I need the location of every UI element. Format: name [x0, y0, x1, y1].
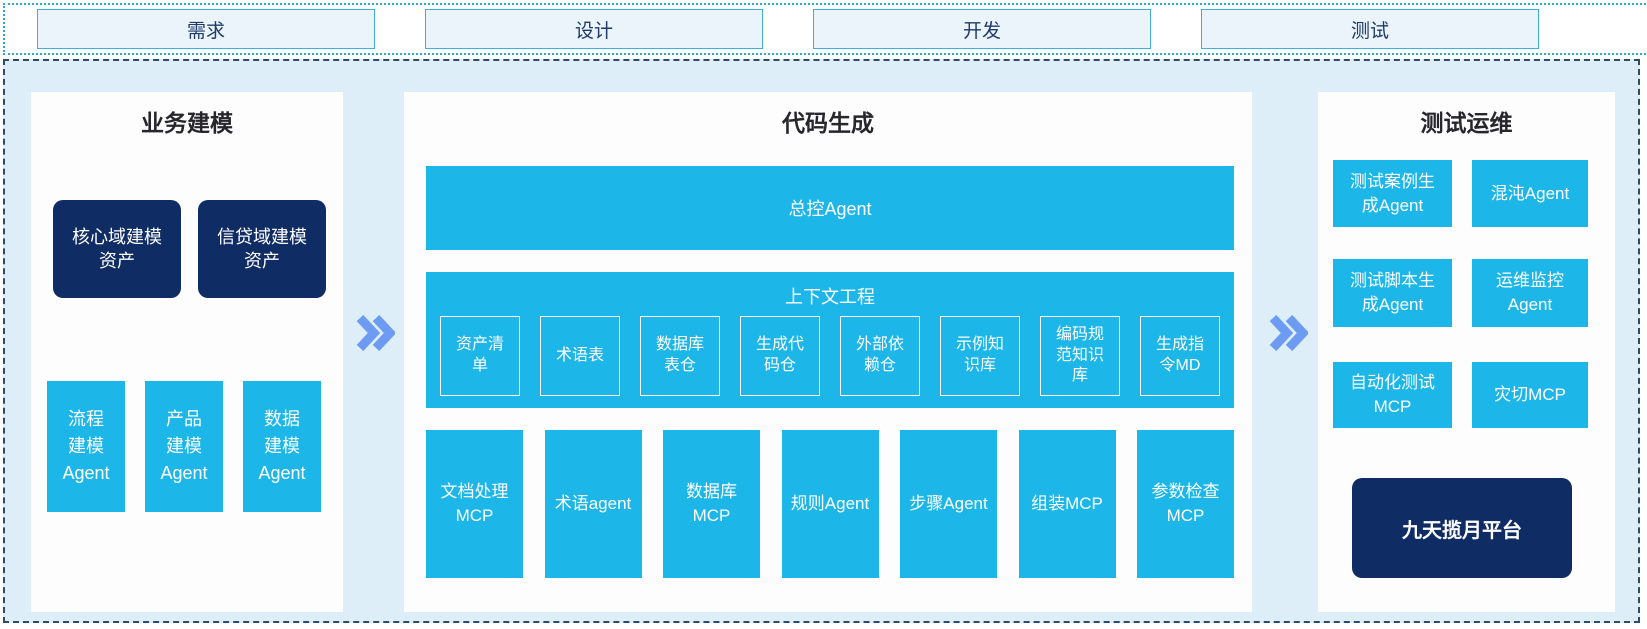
node-example-knowledge-base: 示例知 识库 [940, 316, 1020, 396]
modeling-agents-row: 流程 建模 Agent 产品 建模 Agent 数据 建模 Agent [47, 381, 321, 512]
node-glossary: 术语表 [540, 316, 620, 396]
stage-development: 开发 [813, 9, 1151, 49]
panel-title-test-ops: 测试运维 [1420, 110, 1513, 136]
node-automated-test-mcp: 自动化测试 MCP [1333, 362, 1452, 428]
node-generated-code-repo: 生成代 码仓 [740, 316, 820, 396]
node-data-modeling-agent: 数据 建模 Agent [243, 381, 321, 512]
stage-requirements: 需求 [37, 9, 375, 49]
node-doc-processing-mcp: 文档处理 MCP [426, 430, 523, 578]
panel-title-code-generation: 代码生成 [782, 110, 874, 136]
node-coding-standard-knowledge-base: 编码规 范知识 库 [1040, 316, 1120, 396]
stage-design: 设计 [425, 9, 763, 49]
node-external-dependency-repo: 外部依 赖仓 [840, 316, 920, 396]
node-core-domain-assets: 核心域建模 资产 [53, 200, 181, 298]
context-engineering-title: 上下文工程 [785, 287, 875, 307]
node-asset-list: 资产清 单 [440, 316, 520, 396]
context-items-row: 资产清 单 术语表 数据库 表仓 生成代 码仓 外部依 赖仓 示例知 识库 编码… [440, 316, 1220, 396]
node-product-modeling-agent: 产品 建模 Agent [145, 381, 223, 512]
node-jiutian-lanyue-platform: 九天揽月平台 [1352, 478, 1572, 578]
panel-title-business-modeling: 业务建模 [141, 110, 233, 136]
node-generation-instruction-md: 生成指 令MD [1140, 316, 1220, 396]
panel-test-ops: 测试运维 测试案例生 成Agent 混沌Agent 测试脚本生 成Agent 运… [1318, 92, 1615, 612]
panel-code-generation: 代码生成 总控Agent 上下文工程 资产清 单 术语表 数据库 表仓 生成代 … [404, 92, 1252, 612]
node-assembly-mcp: 组装MCP [1018, 430, 1116, 578]
codegen-tools-row: 文档处理 MCP 术语agent 数据库 MCP 规则Agent 步骤Agent… [426, 430, 1234, 578]
node-rules-agent: 规则Agent [781, 430, 879, 578]
platform-architecture-container: 业务建模 核心域建模 资产 信贷域建模 资产 流程 建模 Agent 产品 建模… [3, 59, 1640, 623]
node-steps-agent: 步骤Agent [900, 430, 997, 578]
context-engineering-group: 上下文工程 资产清 单 术语表 数据库 表仓 生成代 码仓 外部依 赖仓 示例知… [426, 272, 1234, 408]
node-db-table-repo: 数据库 表仓 [640, 316, 720, 396]
node-disaster-switch-mcp: 灾切MCP [1472, 362, 1588, 428]
node-test-script-gen-agent: 测试脚本生 成Agent [1333, 259, 1452, 327]
node-chaos-agent: 混沌Agent [1472, 160, 1588, 227]
modeling-assets-row: 核心域建模 资产 信贷域建模 资产 [53, 200, 326, 298]
node-test-case-gen-agent: 测试案例生 成Agent [1333, 160, 1452, 227]
node-database-mcp: 数据库 MCP [663, 430, 760, 578]
node-param-check-mcp: 参数检查 MCP [1137, 430, 1234, 578]
flow-arrow-icon [1268, 314, 1310, 352]
flow-arrow-icon [355, 314, 397, 352]
node-terminology-agent: 术语agent [544, 430, 642, 578]
node-credit-domain-assets: 信贷域建模 资产 [198, 200, 326, 298]
panel-business-modeling: 业务建模 核心域建模 资产 信贷域建模 资产 流程 建模 Agent 产品 建模… [31, 92, 343, 612]
workflow-stage-strip: 需求 设计 开发 测试 [3, 3, 1647, 55]
stage-testing: 测试 [1201, 9, 1539, 49]
node-process-modeling-agent: 流程 建模 Agent [47, 381, 125, 512]
node-ops-monitoring-agent: 运维监控 Agent [1472, 259, 1588, 327]
node-master-control-agent: 总控Agent [426, 166, 1234, 250]
